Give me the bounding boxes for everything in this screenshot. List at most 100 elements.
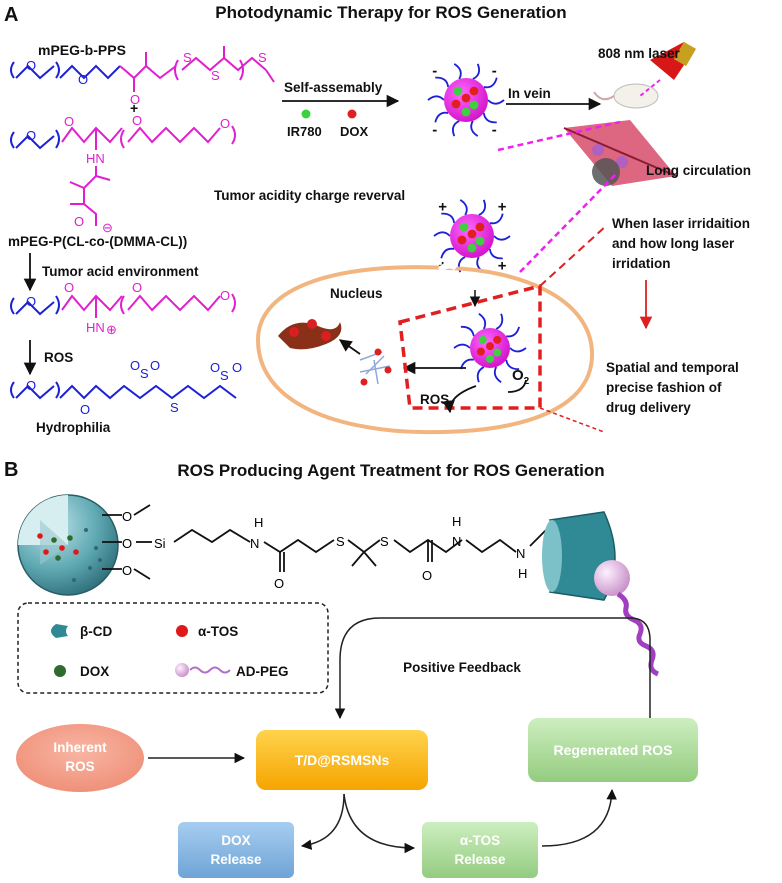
chem-hn: HN [86, 151, 105, 166]
dox-particle [451, 99, 461, 109]
laser-question-1: When laser irridaition [612, 216, 750, 231]
chem-o: O [74, 214, 84, 229]
chem-o: O [232, 360, 242, 375]
mpeg-p-cl-dmma-structure: O O HN O ⊖ O O [10, 113, 236, 235]
connector-dashed [497, 120, 621, 152]
acid-step-label: Tumor acid environment [42, 264, 199, 279]
peg-chain [478, 199, 486, 216]
chem-s: S [258, 50, 267, 65]
peg-chain [495, 313, 504, 330]
chem-s: S [380, 534, 389, 549]
dox-dot [347, 109, 357, 119]
peg-chain [505, 359, 520, 371]
chem-o: O [26, 294, 36, 309]
peg-chain [472, 63, 480, 80]
center-node [256, 730, 428, 790]
legend-beta-cd: β-CD [80, 624, 112, 639]
ir780-particle [493, 348, 502, 357]
chem-o: O [64, 114, 74, 129]
chem-si: Si [154, 536, 166, 551]
beta-cd-ad-peg-complex [542, 511, 660, 677]
dox-particle [457, 235, 467, 245]
dashed-link [539, 407, 605, 433]
peg-chain [434, 111, 449, 123]
laser-label: 808 nm laser [598, 46, 681, 61]
chem-plus: ⊕ [106, 322, 117, 337]
panel-a-title: Photodynamic Therapy for ROS Generation [215, 3, 566, 22]
mouse-laser-illustration [593, 41, 697, 109]
charge-sign: + [498, 198, 507, 215]
alpha-tos-legend-icon [176, 625, 188, 637]
inherent-ros-line-2: ROS [65, 759, 94, 774]
tos-release-line-1: α-TOS [460, 833, 500, 848]
peg-chain [459, 199, 468, 216]
ros-in-cell-label: ROS [420, 392, 449, 407]
peg-chain [488, 248, 503, 260]
dox-label: DOX [340, 124, 369, 139]
regenerated-ros-node [528, 718, 698, 782]
chem-o: O [26, 58, 36, 73]
charge-sign: - [492, 62, 497, 79]
chem-o: O [220, 288, 230, 303]
tos-release-line-2: Release [454, 852, 506, 867]
chem-s: S [140, 366, 149, 381]
peg-chain [487, 99, 505, 105]
blood-vessel [563, 120, 677, 186]
chem-o: O [78, 72, 88, 87]
ir780-particle [453, 86, 463, 96]
positive-feedback-label: Positive Feedback [403, 660, 521, 675]
micelle-negative: ---- [427, 62, 505, 139]
peg-chain [453, 63, 462, 80]
dox-release-line-2: Release [210, 852, 262, 867]
mpeg-b-pps-structure: O O O S S S [10, 46, 275, 107]
nucleus-label: Nucleus [330, 286, 383, 301]
charge-sign: - [492, 122, 497, 139]
center-to-dox-arrow [300, 793, 345, 850]
panel-b-title: ROS Producing Agent Treatment for ROS Ge… [177, 461, 604, 480]
inherent-ros-line-1: Inherent [53, 740, 107, 755]
peg-chain [489, 213, 504, 225]
in-vein-label: In vein [508, 86, 551, 101]
tumor-cluster [592, 158, 620, 186]
chem-s: S [336, 534, 345, 549]
chem-hn: HN [86, 320, 105, 335]
ir780-particle [461, 107, 471, 117]
dox-release-node [178, 822, 294, 878]
beta-cd-legend-icon [51, 624, 68, 638]
cell-membrane [255, 265, 595, 435]
chem-o: O [274, 576, 284, 591]
dox-particle [486, 342, 494, 351]
dox-particle [467, 229, 477, 239]
peg-chain [470, 120, 479, 137]
charge-sign: + [438, 198, 447, 215]
o2-label: O2 [512, 367, 530, 387]
dox-particle [461, 93, 471, 103]
peg-chain [427, 95, 445, 101]
self-assembly-label: Self-assemably [284, 80, 383, 95]
laser-region-box [398, 283, 542, 410]
peg-chain [476, 366, 485, 383]
chem-o: O [220, 116, 230, 131]
nucleus-arrow [338, 339, 361, 355]
polymer-1-label: mPEG-b-PPS [38, 42, 126, 58]
ros-curve-arrow [442, 385, 477, 414]
center-to-tos-arrow [343, 793, 416, 854]
chem-h: H [518, 566, 527, 581]
dashed-link [539, 225, 607, 287]
ir780-particle [486, 354, 494, 363]
dox-legend-icon [54, 665, 66, 677]
linker-structure: O O O Si N H O S S O N H N H [102, 504, 547, 591]
chem-o: O [80, 402, 90, 417]
ros-step-label: ROS [44, 350, 73, 365]
ir780-particle [459, 222, 469, 232]
dox-particle [476, 347, 485, 356]
chem-o: O [26, 378, 36, 393]
precise-3: drug delivery [606, 400, 691, 415]
peg-chain [478, 313, 487, 330]
micelle-positive: ++++ [433, 198, 511, 275]
chem-s: S [211, 68, 220, 83]
nucleus [278, 319, 342, 350]
chem-s: S [170, 400, 179, 415]
long-circulation-label: Long circulation [646, 163, 751, 178]
